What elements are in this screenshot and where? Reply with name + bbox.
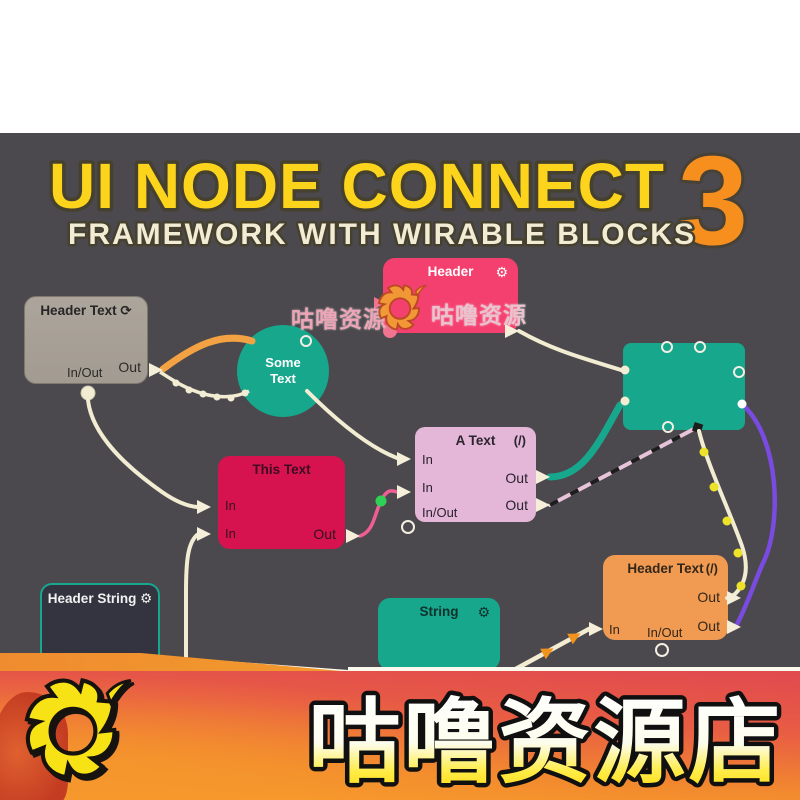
- phoenix-logo: [377, 284, 428, 331]
- node-header-text-output[interactable]: Header Text (/) In In/Out Out Out: [603, 555, 728, 640]
- port-label-out: Out: [118, 359, 141, 375]
- version-number: 3: [678, 138, 748, 256]
- refresh-icon[interactable]: ⟳: [120, 303, 132, 318]
- node-teal-panel[interactable]: [623, 343, 745, 430]
- port-label-out2: Out: [697, 618, 720, 634]
- port-label-out2: Out: [505, 497, 528, 513]
- shop-banner: [0, 671, 800, 800]
- shop-name: 咕噜资源店: [308, 692, 783, 794]
- node-title: Header Text ⟳: [40, 303, 132, 318]
- port-label-in-out: In/Out: [67, 365, 103, 380]
- function-icon[interactable]: (/): [705, 561, 718, 576]
- page-subtitle: FRAMEWORK WITH WIRABLE BLOCKS: [68, 218, 696, 251]
- gear-icon[interactable]: ⚙: [140, 591, 153, 606]
- port-label-out1: Out: [697, 589, 720, 605]
- phoenix-logo: [14, 664, 132, 796]
- port-label-in2: In: [225, 526, 236, 541]
- node-title: Header: [427, 264, 474, 279]
- node-header-text[interactable]: Header Text ⟳ In/Out Out: [24, 296, 148, 384]
- node-title: Header String ⚙: [47, 591, 153, 606]
- gear-icon[interactable]: ⚙: [477, 604, 490, 620]
- node-title: Header Text: [627, 561, 704, 576]
- node-title: This Text: [252, 462, 311, 477]
- function-icon[interactable]: (/): [513, 433, 526, 448]
- port-label-in-out: In/Out: [422, 505, 458, 520]
- node-title: A Text: [455, 433, 496, 448]
- node-this-text[interactable]: This Text In In Out: [218, 456, 345, 549]
- node-string[interactable]: String ⚙: [378, 598, 500, 670]
- banner-title-block: UI NODE CONNECT 3 FRAMEWORK WITH WIRABLE…: [46, 138, 751, 256]
- gear-icon[interactable]: ⚙: [495, 264, 508, 280]
- port-label-in1: In: [422, 452, 433, 467]
- port-label-in: In: [609, 622, 620, 637]
- port-label-out: Out: [313, 526, 336, 542]
- shop-name-block: 咕噜资源店: [304, 688, 785, 799]
- watermark-text-right: 咕噜资源: [431, 302, 527, 328]
- node-a-text[interactable]: A Text (/) In In In/Out Out Out: [415, 427, 536, 522]
- node-title: String: [419, 604, 459, 619]
- watermark-text-left: 咕噜资源: [291, 306, 387, 332]
- page-title: UI NODE CONNECT: [49, 150, 665, 222]
- node-some-text[interactable]: Some Text: [237, 325, 329, 417]
- port-label-out1: Out: [505, 470, 528, 486]
- port-label-in-out: In/Out: [647, 625, 683, 640]
- node-title: Some Text: [265, 354, 301, 386]
- port-label-in2: In: [422, 480, 433, 495]
- port-label-in1: In: [225, 498, 236, 513]
